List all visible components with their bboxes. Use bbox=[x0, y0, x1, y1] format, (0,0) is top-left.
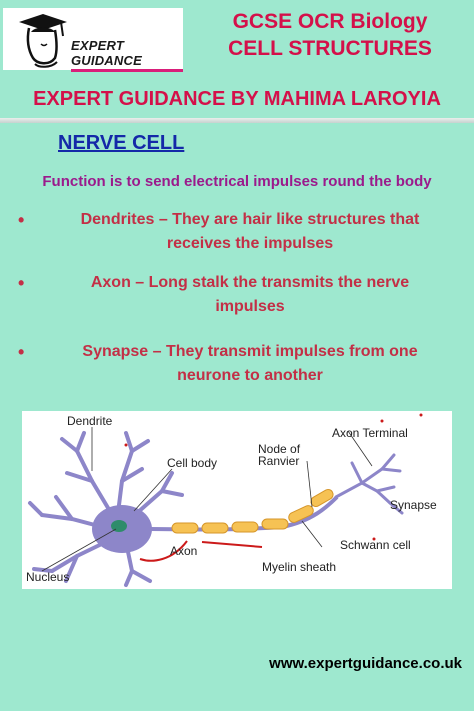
bullet-dot: • bbox=[18, 273, 25, 293]
bullet-dot: • bbox=[18, 210, 25, 230]
logo-text: EXPERT GUIDANCE bbox=[71, 38, 183, 72]
nucleus bbox=[111, 520, 127, 532]
label-node-of: Node of bbox=[258, 442, 301, 456]
bullet-text: Dendrites – They are hair like structure… bbox=[80, 211, 420, 252]
label-ranvier: Ranvier bbox=[258, 454, 299, 468]
graduate-head-icon bbox=[19, 14, 67, 68]
header-title: GCSE OCR Biology CELL STRUCTURES bbox=[190, 8, 470, 62]
neuron-svg: Dendrite Cell body Node of Ranvier Axon … bbox=[26, 413, 437, 587]
section-title: NERVE CELL bbox=[58, 132, 185, 154]
axon-terminal bbox=[334, 453, 404, 515]
label-axon: Axon bbox=[170, 544, 197, 558]
bullet-dot: • bbox=[18, 342, 25, 362]
label-myelin-sheath: Myelin sheath bbox=[262, 560, 336, 574]
label-axon-terminal: Axon Terminal bbox=[332, 426, 408, 440]
label-cell-body: Cell body bbox=[167, 456, 217, 470]
label-nucleus: Nucleus bbox=[26, 570, 69, 584]
bullet-text: Synapse – They transmit impulses from on… bbox=[82, 343, 418, 384]
leader-lines bbox=[41, 427, 373, 572]
function-text: Function is to send electrical impulses … bbox=[42, 173, 432, 190]
header-line-1: GCSE OCR Biology bbox=[232, 10, 428, 33]
header-line-2: CELL STRUCTURES bbox=[228, 37, 432, 60]
axon-annotation-line bbox=[139, 540, 188, 562]
logo: EXPERT GUIDANCE bbox=[3, 8, 183, 72]
bullet-text: Axon – Long stalk the transmits the nerv… bbox=[90, 274, 410, 315]
label-dendrite: Dendrite bbox=[67, 414, 113, 428]
divider bbox=[0, 118, 474, 123]
label-synapse: Synapse bbox=[390, 498, 437, 512]
myelin-annotation-line bbox=[201, 541, 263, 548]
label-schwann-cell: Schwann cell bbox=[340, 538, 411, 552]
nerve-cell-diagram: Dendrite Cell body Node of Ranvier Axon … bbox=[22, 411, 452, 589]
footer-url[interactable]: www.expertguidance.co.uk bbox=[269, 655, 462, 672]
header-subtitle: EXPERT GUIDANCE BY MAHIMA LAROYIA bbox=[33, 88, 441, 110]
